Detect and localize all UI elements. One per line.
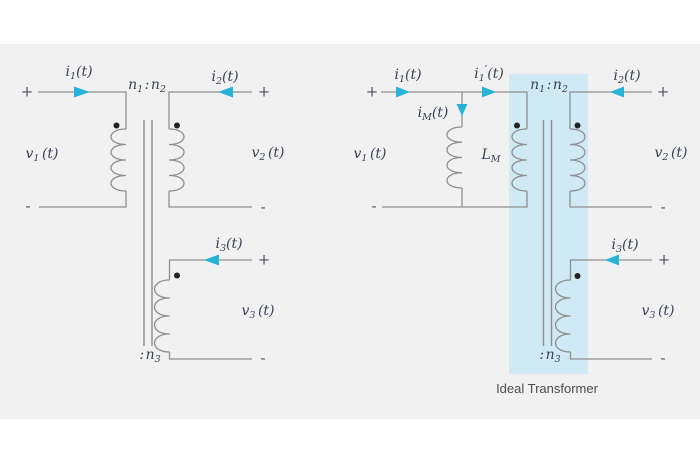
left-polarity-dots (113, 122, 180, 279)
minus-port2: - (660, 198, 665, 216)
left-wires (38, 91, 252, 360)
current-arrow-i3 (605, 254, 619, 266)
minus-port1: - (25, 197, 30, 215)
label-im: iM(t) (418, 105, 449, 123)
label-v1: v1(t) (25, 146, 58, 164)
wire-tertiary-top (168, 259, 252, 280)
label-i1: i1(t) (65, 64, 92, 82)
wire-secondary-bottom (168, 191, 252, 208)
dot-primary (514, 122, 520, 129)
wire-primary-bottom (39, 191, 127, 208)
right-labels: i1(t) i1′(t) iM(t) LM n1:n2 i2(t) v1(t) … (353, 63, 687, 365)
label-turns-3: :n3 (139, 347, 160, 365)
right-polarity-dots (514, 122, 581, 279)
label-i3: i3(t) (215, 236, 242, 254)
label-lm: LM (480, 147, 500, 165)
label-v2: v2(t) (251, 145, 284, 163)
dot-tertiary (574, 273, 581, 279)
current-arrow-i1-prime (482, 86, 496, 98)
plus-port2: + (657, 83, 670, 101)
plus-port1: + (366, 83, 379, 101)
label-i3: i3(t) (611, 237, 638, 255)
core-lines (542, 120, 553, 346)
current-arrow-i1 (396, 86, 410, 98)
label-v2: v2(t) (654, 145, 687, 163)
wire-primary-bottom (382, 191, 528, 208)
label-i1: i1(t) (394, 67, 421, 85)
label-turns-ratio-12: n1:n2 (128, 77, 166, 95)
minus-port3: - (260, 349, 265, 367)
current-arrow-i3 (204, 254, 219, 266)
current-arrow-i1 (74, 86, 90, 98)
label-v1: v1(t) (353, 146, 386, 164)
label-v3: v3(t) (641, 303, 674, 321)
minus-port3: - (660, 349, 665, 367)
coil-secondary (569, 128, 586, 192)
coil-primary (511, 128, 528, 192)
coil-primary (110, 128, 127, 192)
current-arrow-i2 (610, 86, 624, 98)
ideal-transformer-highlight (509, 74, 588, 374)
right-wires (381, 91, 652, 360)
label-i1-prime: i1′(t) (474, 63, 504, 84)
current-arrow-im (456, 104, 468, 116)
dot-secondary (574, 122, 581, 129)
wire-secondary-bottom (569, 191, 652, 208)
label-turns-3: :n3 (539, 347, 560, 365)
ideal-transformer-caption: Ideal Transformer (496, 381, 599, 396)
label-i2: i2(t) (211, 69, 238, 87)
coil-tertiary (554, 279, 571, 353)
dot-tertiary (174, 272, 180, 279)
right-circuit: i1(t) i1′(t) iM(t) LM n1:n2 i2(t) v1(t) … (353, 63, 687, 396)
left-arrows (74, 86, 233, 266)
wire-primary-top (38, 91, 127, 129)
wire-primary-top (381, 91, 528, 129)
dot-secondary (174, 122, 180, 129)
coil-lm (446, 126, 463, 189)
plus-port2: + (258, 83, 271, 101)
plus-port1: + (21, 83, 34, 101)
left-circuit: i1(t) n1:n2 i2(t) v1(t) v2(t) i3(t) v3(t… (21, 64, 285, 367)
coil-tertiary (153, 279, 170, 353)
wire-tertiary-bottom (569, 352, 652, 360)
dot-primary (113, 122, 120, 129)
coil-secondary (168, 128, 185, 192)
wire-tertiary-top (569, 259, 652, 280)
figure-panel (0, 44, 700, 419)
label-turns-ratio-12: n1:n2 (530, 77, 568, 95)
right-signs: + - + - + - (366, 83, 671, 368)
plus-port3: + (258, 251, 271, 269)
core-lines (143, 120, 153, 346)
right-arrows (396, 86, 624, 266)
wire-secondary-top (569, 91, 652, 129)
current-arrow-i2 (218, 86, 233, 98)
wire-tertiary-bottom (168, 352, 252, 360)
plus-port3: + (658, 251, 671, 269)
left-signs: + - + - + - (21, 83, 271, 368)
label-v3: v3(t) (241, 303, 274, 321)
label-i2: i2(t) (613, 68, 640, 86)
minus-port1: - (371, 197, 376, 215)
minus-port2: - (260, 198, 265, 216)
left-labels: i1(t) n1:n2 i2(t) v1(t) v2(t) i3(t) v3(t… (25, 64, 284, 365)
